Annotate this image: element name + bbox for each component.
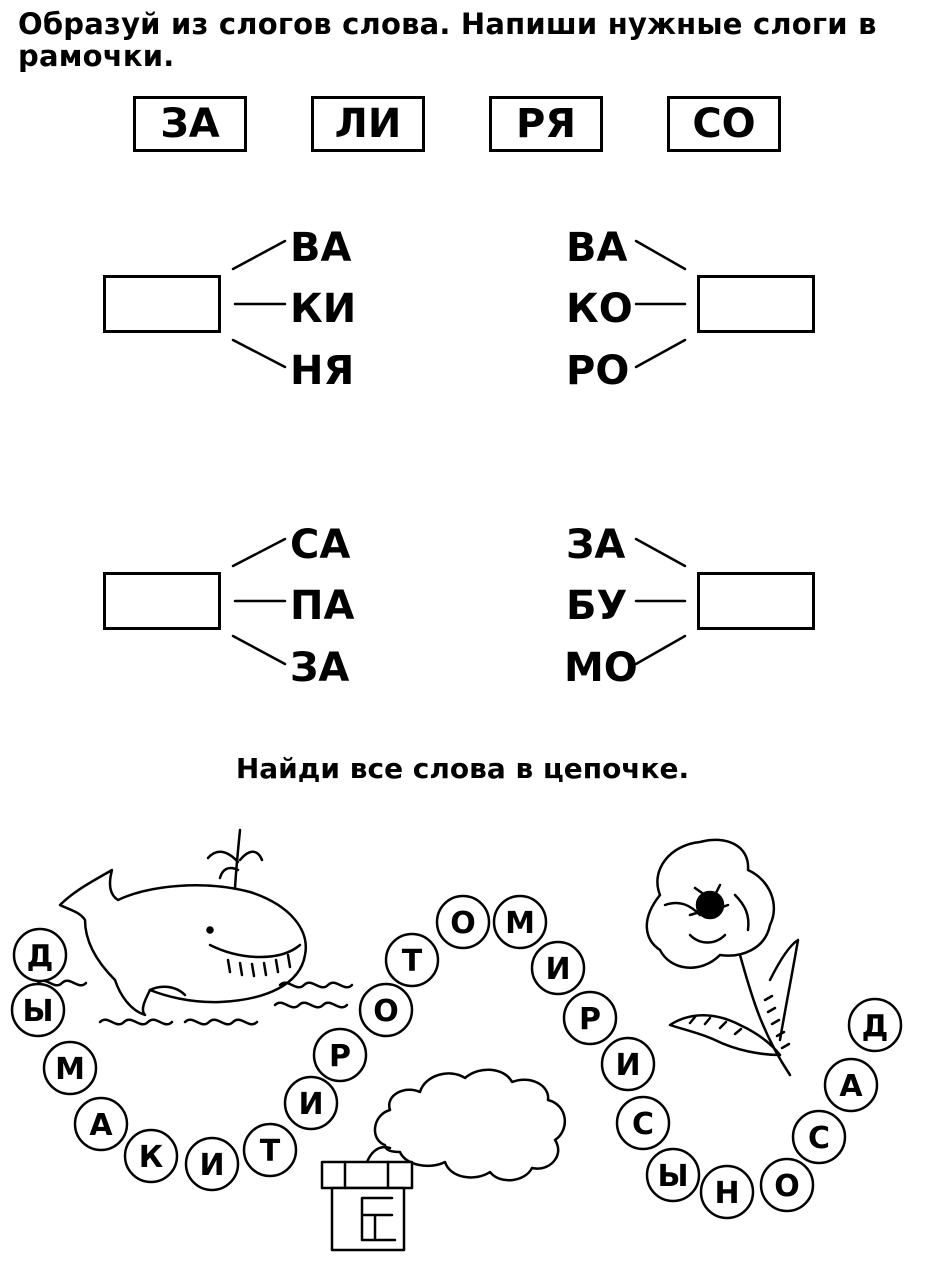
whale-icon [36, 828, 354, 1026]
chain-letter: Д [27, 939, 54, 974]
chimney-icon [320, 1160, 414, 1252]
chain-circle[interactable] [184, 1136, 240, 1192]
chain-letter: И [615, 1048, 640, 1083]
ending-3-2: ПА [290, 583, 355, 629]
answer-box-1[interactable] [103, 275, 221, 333]
chain-circle[interactable] [42, 1040, 98, 1096]
chain-letter: Р [579, 1002, 601, 1037]
task2-title: Найди все слова в цепочке. [235, 752, 690, 785]
chain-circle[interactable] [759, 1157, 815, 1213]
chain-circle[interactable] [823, 1057, 879, 1113]
answer-box-3[interactable] [103, 572, 221, 630]
chain-letter: Т [402, 944, 423, 979]
chain-letter: Д [862, 1009, 889, 1044]
ending-3-1: СА [290, 522, 351, 568]
chain-circle[interactable] [10, 982, 66, 1038]
chain-circle[interactable] [358, 982, 414, 1038]
ending-4-1: ЗА [566, 522, 626, 568]
chain-letter: О [774, 1169, 800, 1204]
ending-1-2: КИ [290, 286, 357, 332]
chain-circle[interactable] [12, 927, 68, 983]
chain-letter: М [505, 906, 535, 941]
syllable-box-1: ЗА [133, 96, 247, 152]
chain-circle[interactable] [645, 1147, 701, 1203]
chain-letter: И [545, 952, 570, 987]
chain-letter: О [373, 994, 399, 1029]
chain-circle[interactable] [699, 1164, 755, 1220]
chain-letter: Ы [657, 1159, 688, 1194]
chain-letter: И [199, 1148, 224, 1183]
chain-letter: О [450, 906, 476, 941]
ending-3-3: ЗА [290, 645, 350, 691]
ending-2-2: КО [566, 286, 633, 332]
answer-box-2[interactable] [697, 275, 815, 333]
chain-circle[interactable] [562, 990, 618, 1046]
chain-letter: С [808, 1121, 830, 1156]
answer-box-4[interactable] [697, 572, 815, 630]
chain-letter: К [139, 1140, 164, 1175]
chain-circle[interactable] [73, 1096, 129, 1152]
chain-circle[interactable] [530, 940, 586, 996]
chain-letter: И [298, 1087, 323, 1122]
chain-letter: Н [714, 1176, 739, 1211]
ending-1-1: ВА [290, 225, 352, 271]
chain-circle[interactable] [791, 1109, 847, 1165]
syllable-box-4: СО [667, 96, 781, 152]
chain-circle[interactable] [492, 894, 548, 950]
chain-letter: А [89, 1108, 113, 1143]
chain-circle[interactable] [847, 997, 903, 1053]
task1-title: Образуй из слогов слова. Напиши нужные с… [18, 7, 877, 73]
chain-circle[interactable] [600, 1036, 656, 1092]
ending-2-3: РО [566, 348, 630, 394]
chain-circle[interactable] [435, 894, 491, 950]
ending-2-1: ВА [566, 225, 628, 271]
chain-letter: Ы [22, 994, 53, 1029]
chain-circle[interactable] [615, 1095, 671, 1151]
chain-letter: С [632, 1107, 654, 1142]
ending-4-3: МО [564, 645, 638, 691]
chain-circle[interactable] [242, 1122, 298, 1178]
ending-1-3: НЯ [290, 348, 355, 394]
syllable-box-2: ЛИ [311, 96, 425, 152]
chain-circle[interactable] [312, 1027, 368, 1083]
chain-letter: М [55, 1052, 85, 1087]
chain-letter: Т [260, 1134, 281, 1169]
poppy-flower-icon [645, 838, 800, 1077]
chain-letter: А [839, 1069, 863, 1104]
chain-letter: Р [329, 1039, 351, 1074]
ending-4-2: БУ [566, 583, 628, 629]
chain-circle[interactable] [384, 932, 440, 988]
chain-circle[interactable] [123, 1128, 179, 1184]
syllable-box-3: РЯ [489, 96, 603, 152]
chain-circle[interactable] [283, 1075, 339, 1131]
